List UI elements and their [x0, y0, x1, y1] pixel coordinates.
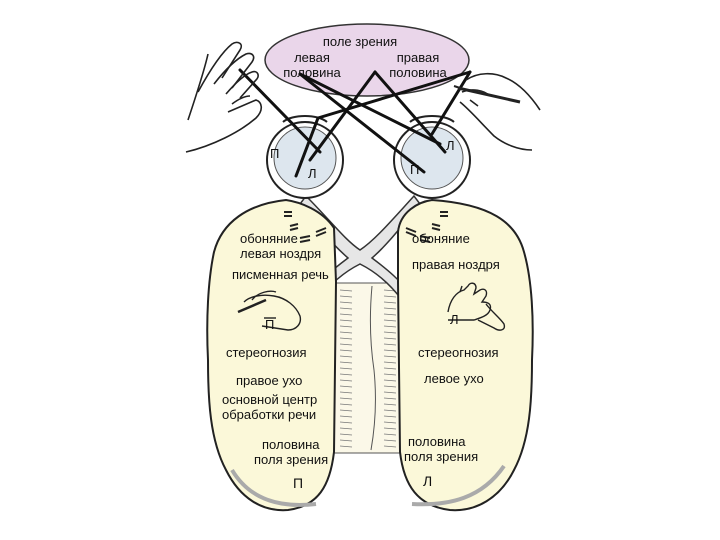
right-olfactory-dashes: [405, 211, 448, 243]
left-smell-line1: обоняние: [240, 231, 298, 246]
left-smell-line2: левая ноздря: [240, 246, 321, 261]
right-hand-letter: Л: [450, 312, 459, 327]
right-smell-line1: обоняние: [412, 231, 470, 246]
left-eye-top-letter: П: [270, 146, 279, 161]
left-ear-label: правое ухо: [236, 373, 302, 388]
left-visual-cortex-arc: [230, 468, 317, 507]
visual-field-right-line2: половина: [389, 65, 447, 80]
top-right-hand-pencil-icon: [453, 72, 541, 151]
left-field-line2: поля зрения: [254, 452, 328, 467]
visual-field-title: поле зрения: [323, 34, 397, 49]
right-field-line1: половина: [408, 434, 466, 449]
left-eye-bottom-letter: Л: [308, 166, 317, 181]
visual-field-right-line1: правая: [397, 50, 440, 65]
right-smell-line2: правая ноздря: [412, 257, 500, 272]
optic-pathway-lines: [238, 68, 472, 178]
right-visual-cortex-arc: [411, 464, 506, 507]
right-stereognosis-label: стереогнозия: [418, 345, 499, 360]
left-field-letter: П: [293, 475, 303, 491]
right-eye: [393, 115, 471, 199]
left-writing-hand-icon: [237, 290, 302, 331]
left-olfactory-dashes: [284, 211, 327, 243]
right-field-letter: Л: [423, 473, 432, 489]
left-writing-label: писменная речь: [232, 267, 329, 282]
right-ear-label: левое ухо: [424, 371, 484, 386]
top-left-hand-icon: [185, 41, 263, 153]
right-hemisphere: [397, 198, 534, 512]
right-hand-icon: [447, 282, 506, 331]
left-speech-line1: основной центр: [222, 392, 317, 407]
left-speech-line2: обработки речи: [222, 407, 316, 422]
corpus-callosum: [332, 282, 404, 454]
right-field-line2: поля зрения: [404, 449, 478, 464]
visual-field-ellipse: [264, 23, 470, 97]
visual-field-left-line2: половина: [283, 65, 341, 80]
left-hand-letter: П: [265, 317, 274, 332]
right-eye-top-letter: Л: [446, 138, 455, 153]
left-field-line1: половина: [262, 437, 320, 452]
left-hemisphere: [206, 198, 338, 512]
right-eye-bottom-letter: П: [410, 162, 419, 177]
visual-field-left-line1: левая: [294, 50, 330, 65]
left-stereognosis-label: стереогнозия: [226, 345, 307, 360]
